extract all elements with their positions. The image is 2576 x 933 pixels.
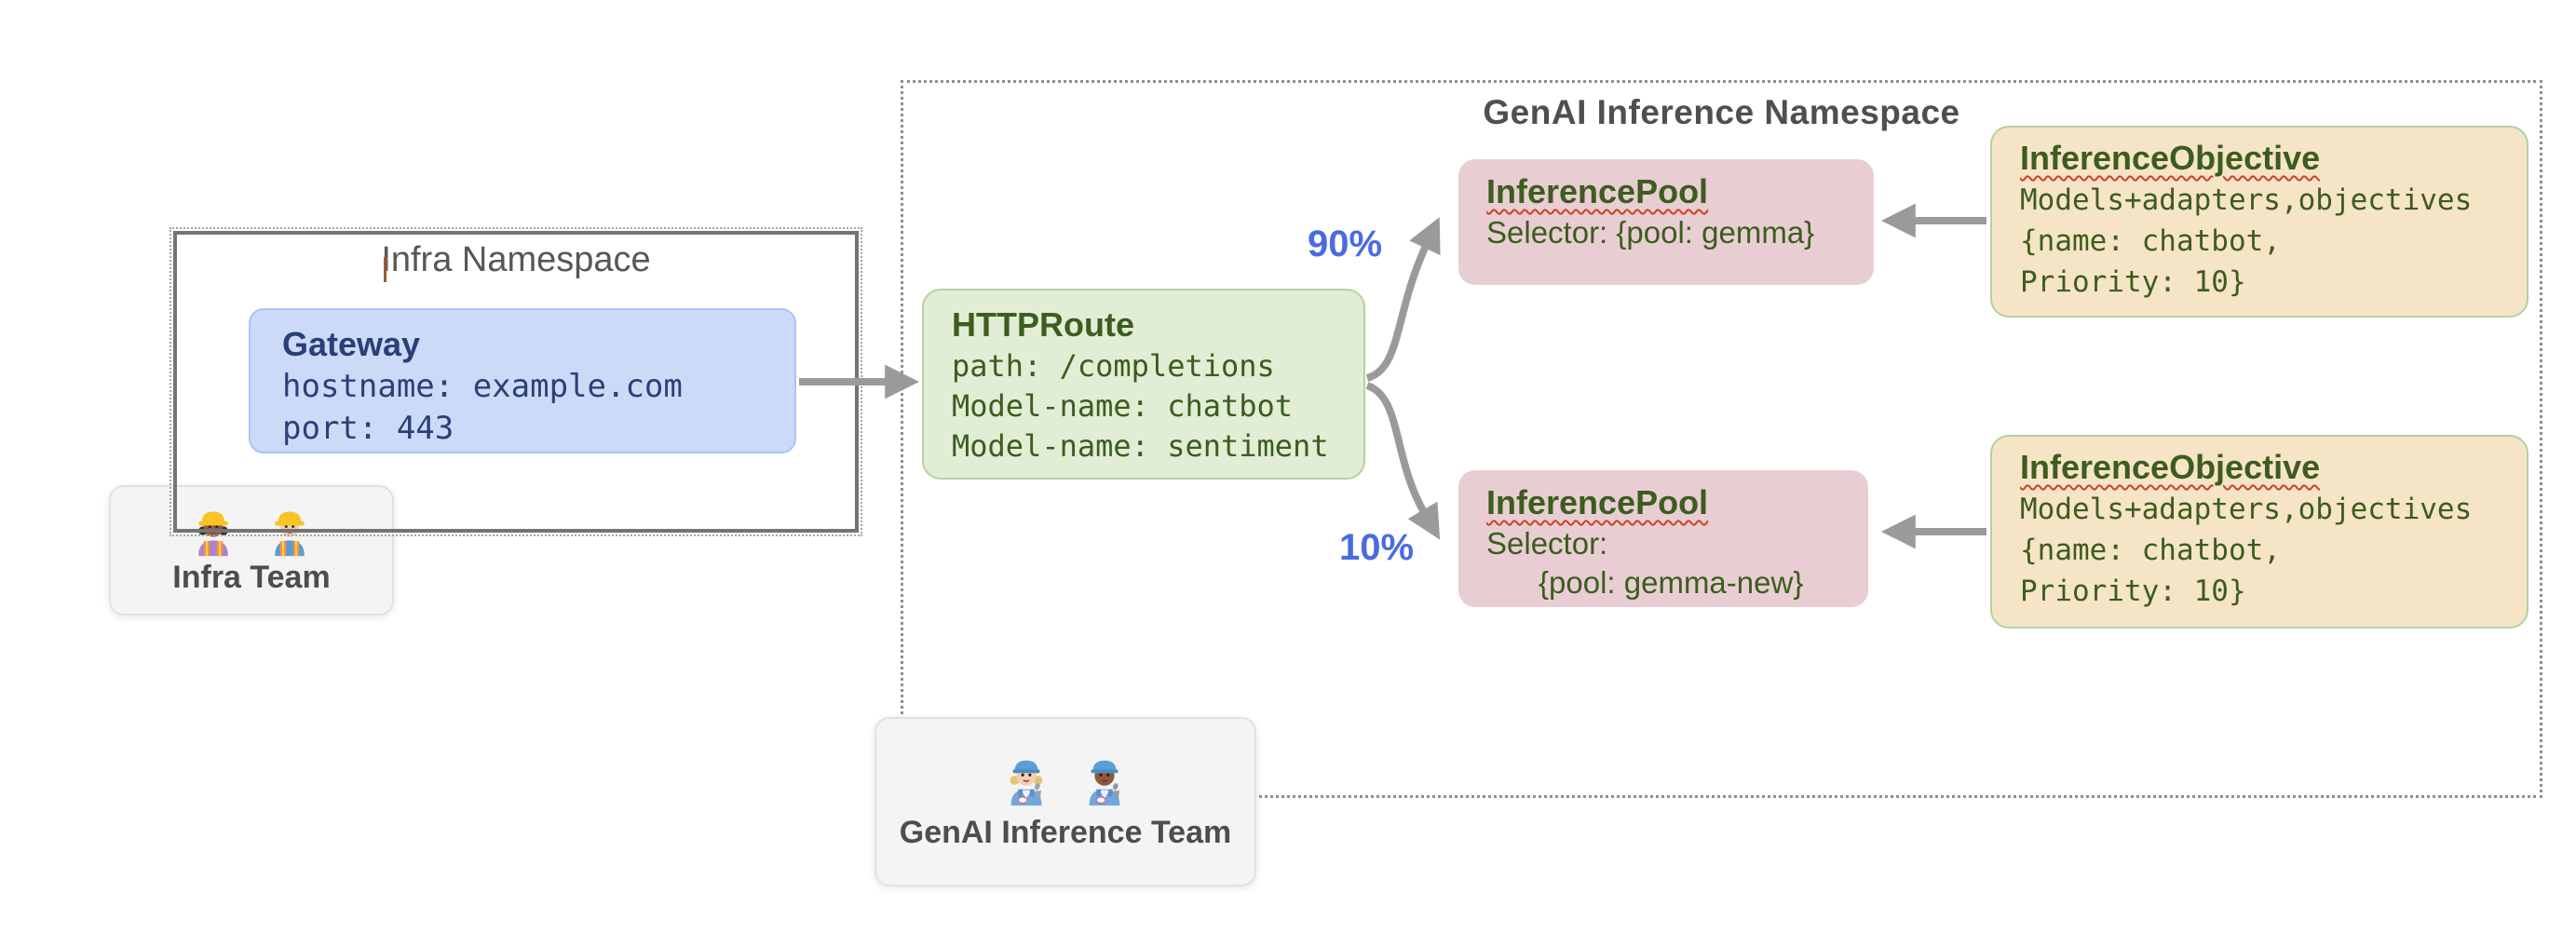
inference-objective-bottom-node[interactable]: InferenceObjective Models+adapters,objec… [1990, 435, 2529, 629]
inference-pool-selector-value: {pool: gemma-new} [1539, 565, 1804, 600]
objective-models-line: Models+adapters,objectives [2020, 493, 2473, 526]
inference-pool-title: InferencePool [1486, 483, 1709, 521]
infra-namespace-title: Infra Namespace [381, 240, 651, 279]
construction-worker-man-icon [275, 511, 305, 556]
gateway-port: port: 443 [282, 410, 454, 447]
inference-pool-gemma-new-node[interactable]: InferencePool Selector: {pool: gemma-new… [1458, 470, 1868, 607]
httproute-node[interactable]: HTTPRoute path: /completions Model-name:… [922, 289, 1365, 480]
mechanic-woman-icon [1010, 760, 1043, 805]
genai-team-icons [999, 753, 1132, 807]
httproute-path: path: /completions [952, 348, 1275, 384]
infra-team-label: Infra Team [172, 559, 331, 595]
inference-objective-top-node[interactable]: InferenceObjective Models+adapters,objec… [1990, 126, 2529, 318]
objective-priority-line: Priority: 10} [2020, 265, 2246, 299]
objective-models-line: Models+adapters,objectives [2020, 183, 2473, 217]
traffic-weight-90: 90% [1308, 223, 1383, 264]
inference-pool-gemma-node[interactable]: InferencePool Selector: {pool: gemma} [1458, 159, 1874, 285]
objective-name-line: {name: chatbot, [2020, 534, 2281, 567]
inference-pool-title: InferencePool [1486, 172, 1709, 210]
traffic-weight-10: 10% [1339, 527, 1415, 568]
construction-worker-woman-icon [198, 511, 228, 556]
text-cursor [384, 257, 386, 282]
objective-name-line: {name: chatbot, [2020, 224, 2281, 258]
gateway-title: Gateway [282, 325, 421, 363]
inference-pool-selector: Selector: {pool: gemma} [1486, 215, 1815, 250]
genai-team-label: GenAI Inference Team [899, 814, 1232, 850]
httproute-model-1: Model-name: chatbot [952, 388, 1294, 424]
inference-objective-title: InferenceObjective [2020, 139, 2321, 177]
genai-namespace-title: GenAI Inference Namespace [1483, 93, 1960, 131]
infra-team-icons [187, 506, 316, 558]
objective-priority-line: Priority: 10} [2020, 575, 2246, 608]
gateway-hostname: hostname: example.com [282, 368, 683, 405]
inference-objective-title: InferenceObjective [2020, 448, 2321, 486]
inference-pool-selector: Selector: [1486, 526, 1608, 561]
genai-team-card[interactable]: GenAI Inference Team [874, 717, 1256, 886]
mechanic-man-icon [1089, 760, 1120, 805]
genai-namespace-box [901, 80, 2542, 798]
httproute-title: HTTPRoute [952, 305, 1134, 344]
infra-team-card[interactable]: Infra Team [109, 485, 394, 615]
httproute-model-2: Model-name: sentiment [952, 428, 1329, 464]
gateway-node[interactable]: Gateway hostname: example.com port: 443 [249, 308, 796, 453]
